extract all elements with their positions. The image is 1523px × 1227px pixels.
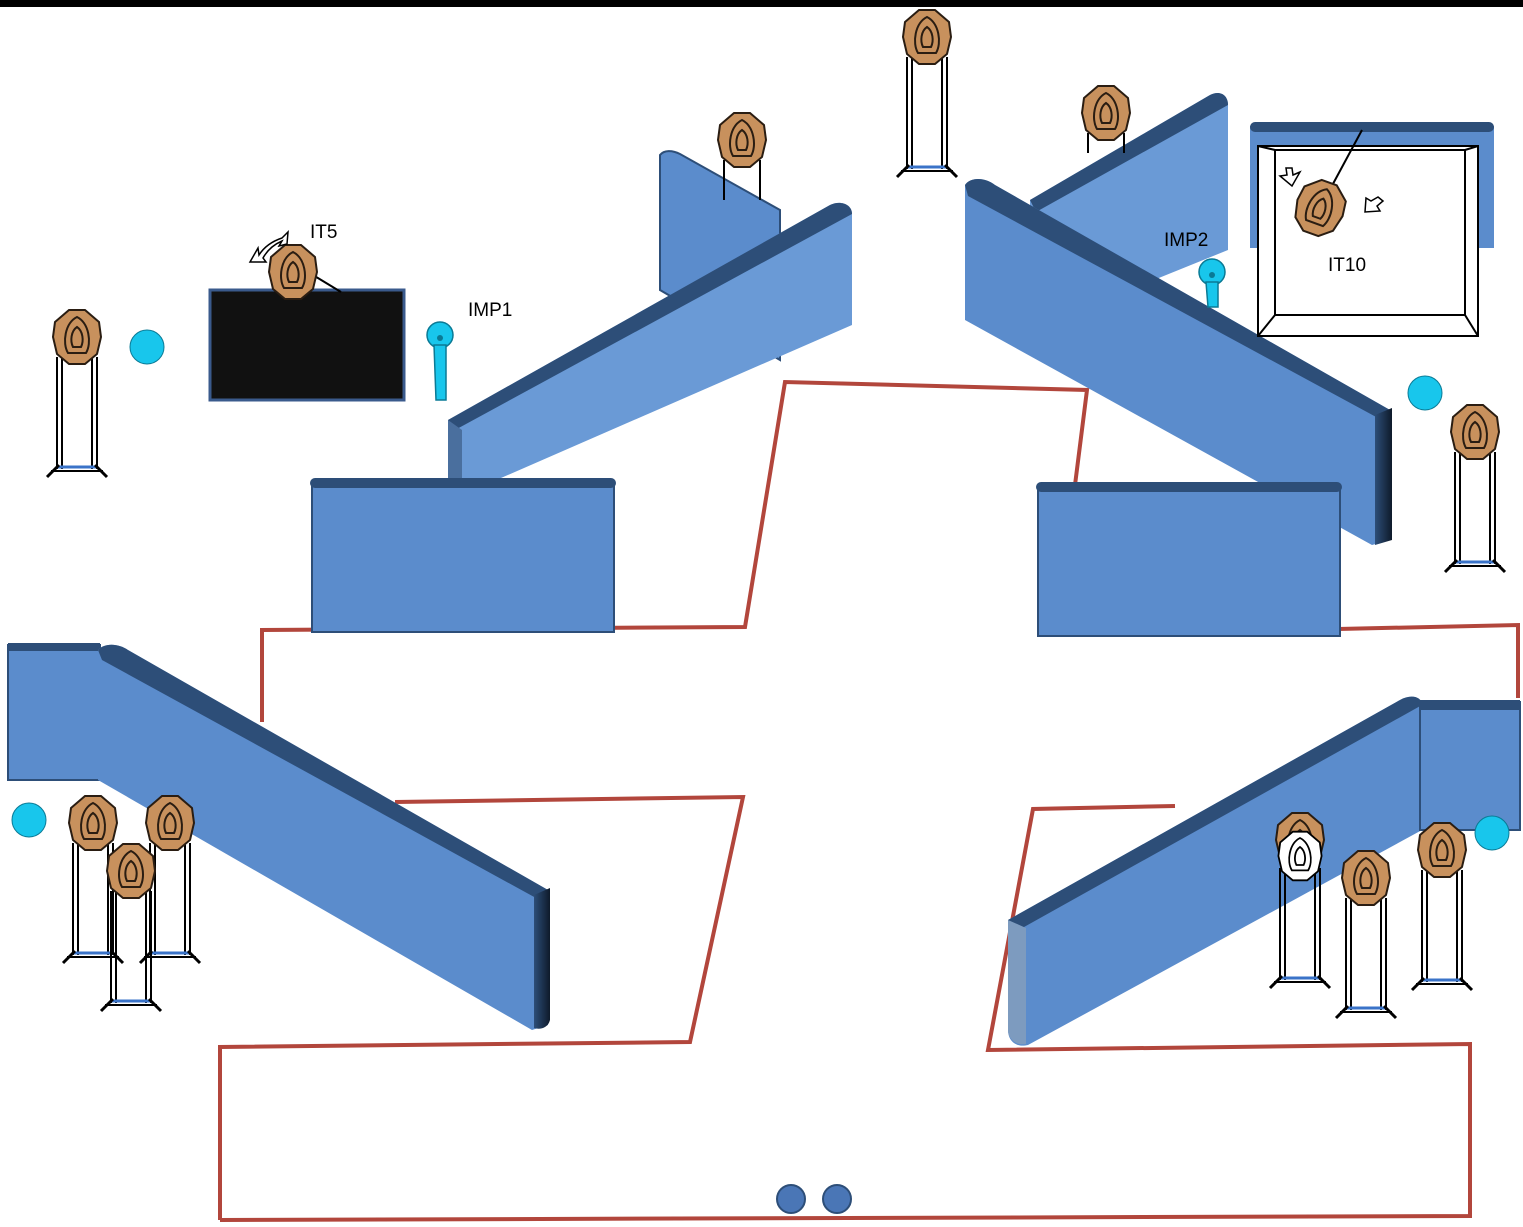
- target-it10: [1287, 129, 1363, 243]
- swinger-arrows-icon: [248, 230, 289, 263]
- marker-lower-right: [1474, 815, 1510, 851]
- start-position-left: [776, 1184, 806, 1214]
- it10-arrow-right-icon: [1364, 196, 1385, 213]
- wall-upper-right-front: [1036, 482, 1342, 637]
- label-imp2: IMP2: [1164, 230, 1208, 251]
- wall-lower-right-end: [1419, 700, 1521, 831]
- target-right-upper: [1443, 404, 1507, 574]
- fault-line-lower-left: [218, 794, 746, 1220]
- target-left-upper: [45, 309, 109, 479]
- marker-upper-right: [1407, 375, 1443, 411]
- fault-line-upper-center: [260, 379, 1090, 722]
- target-lower-right-1: [1334, 850, 1398, 1020]
- marker-lower-left: [11, 802, 47, 838]
- label-it5: IT5: [310, 222, 337, 243]
- popper-imp1: [426, 321, 454, 401]
- target-top-center: [895, 9, 959, 179]
- black-barrier: [208, 288, 406, 402]
- label-it10: IT10: [1328, 255, 1366, 276]
- wall-upper-left-diagonal: [448, 202, 852, 495]
- target-upper-right-behind-wall: [1081, 85, 1131, 153]
- marker-upper-left: [129, 329, 165, 365]
- fault-line-bottom: [219, 804, 1472, 1222]
- fault-lines: [218, 379, 1520, 1222]
- target-lower-right-2: [1410, 822, 1474, 992]
- popper-imp2: [1198, 258, 1226, 308]
- fault-line-upper-right: [1337, 622, 1520, 698]
- top-border: [0, 0, 1523, 7]
- wall-lower-left-diagonal: [98, 644, 550, 1030]
- it10-arrow-left-icon: [1278, 167, 1302, 188]
- wall-upper-left-front: [310, 478, 616, 633]
- wall-lower-right-diagonal: [1008, 696, 1422, 1046]
- wall-lower-left-end: [7, 643, 101, 781]
- target-lower-left-3: [99, 843, 163, 1013]
- target-it5-swinger: [268, 244, 342, 300]
- start-position-right: [822, 1184, 852, 1214]
- target-upper-left-behind-wall: [717, 112, 767, 200]
- no-shoot-lower-right: [1268, 812, 1332, 990]
- wall-upper-right-diagonal: [965, 179, 1392, 545]
- label-imp1: IMP1: [468, 300, 512, 321]
